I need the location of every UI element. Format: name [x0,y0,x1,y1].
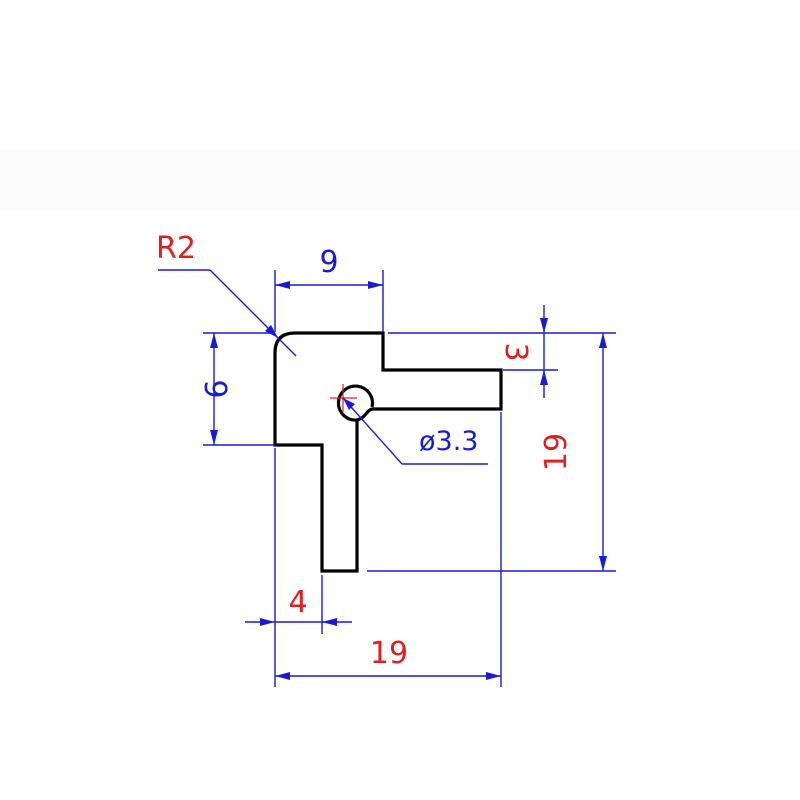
dim-right-thickness: 3 [498,342,533,361]
dim-leg-width: 4 [288,585,307,620]
arrow-left-top [210,333,218,348]
hole-leader-arrow [343,398,355,410]
background-haze [0,150,800,210]
arrow-height-bottom [599,556,607,571]
arrow-top-left [275,281,290,289]
arrow-thickness-bottom [540,370,548,385]
arrow-width-left [275,672,290,680]
arrow-width-right [486,672,501,680]
dim-overall-width: 19 [370,636,408,671]
hole-leader-line [342,397,403,465]
r2-leader-tail [277,337,297,357]
dim-radius: R2 [156,231,196,266]
arrow-left-bottom [210,430,218,445]
profile-outline [273,331,503,573]
arrow-leg-left [260,618,275,626]
dim-left-height: 9 [197,379,232,398]
arrow-height-top [599,333,607,348]
arrow-thickness-top [540,318,548,333]
arrow-top-right [368,281,383,289]
r2-leader-line [209,269,279,339]
dim-overall-height: 19 [539,433,574,471]
dim-top-width: 9 [319,245,338,280]
dim-hole-diameter: ø3.3 [419,426,478,457]
r2-arrow [265,325,278,338]
arrow-leg-right [322,618,337,626]
